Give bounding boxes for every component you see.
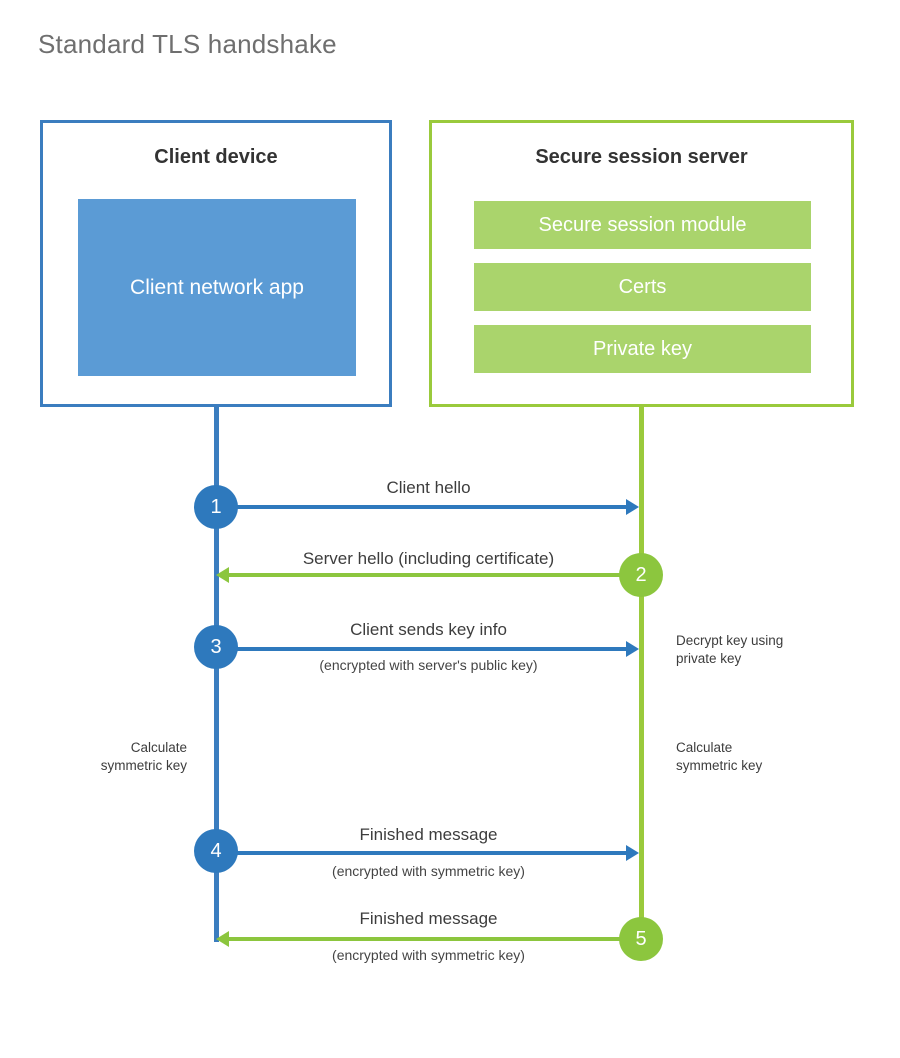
page-title: Standard TLS handshake [38, 29, 337, 59]
server-lifeline [639, 405, 644, 941]
client-network-app-block: Client network app [78, 199, 356, 376]
step-1-arrow-head [626, 499, 639, 515]
step-3-arrow [216, 641, 639, 657]
step-4-arrow-head [626, 845, 639, 861]
client-lifeline [214, 405, 219, 942]
step-5-arrow-shaft [229, 937, 641, 941]
note-decrypt-key: Decrypt key using private key [676, 633, 784, 667]
step-4-marker: 4 [194, 829, 238, 873]
step-2-label: Server hello (including certificate) [302, 549, 555, 568]
step-5-arrow [216, 931, 641, 947]
step-2-arrow [216, 567, 641, 583]
server-component-certs: Certs [474, 263, 811, 311]
step-1-marker: 1 [194, 485, 238, 529]
step-2-arrow-head [216, 567, 229, 583]
secure-session-server-box: Secure session server Secure session mod… [429, 120, 854, 407]
server-component-private-key: Private key [474, 325, 811, 373]
step-4-sublabel: (encrypted with symmetric key) [332, 863, 525, 879]
step-1-arrow [216, 499, 639, 515]
server-component-secure-session-module: Secure session module [474, 201, 811, 249]
server-component-list: Secure session module Certs Private key [474, 201, 811, 373]
step-2-marker: 2 [619, 553, 663, 597]
step-4-label: Finished message [359, 825, 498, 844]
step-3-sublabel: (encrypted with server's public key) [319, 657, 538, 673]
step-5-label: Finished message [359, 909, 498, 928]
step-3-label: Client sends key info [350, 620, 507, 639]
step-3-marker: 3 [194, 625, 238, 669]
step-1-label: Client hello [386, 478, 471, 497]
step-4-arrow [216, 845, 639, 861]
step-5-marker: 5 [619, 917, 663, 961]
secure-session-server-title: Secure session server [535, 146, 748, 168]
client-device-title: Client device [154, 146, 278, 168]
step-4-arrow-shaft [216, 851, 626, 855]
step-5-sublabel: (encrypted with symmetric key) [332, 947, 525, 963]
client-device-box: Client device Client network app [40, 120, 392, 407]
step-5-arrow-head [216, 931, 229, 947]
step-2-arrow-shaft [229, 573, 641, 577]
step-1-arrow-shaft [216, 505, 626, 509]
note-client-calculate-symmetric-key: Calculate symmetric key [100, 740, 187, 774]
step-3-arrow-shaft [216, 647, 626, 651]
step-3-arrow-head [626, 641, 639, 657]
note-server-calculate-symmetric-key: Calculate symmetric key [676, 740, 763, 774]
